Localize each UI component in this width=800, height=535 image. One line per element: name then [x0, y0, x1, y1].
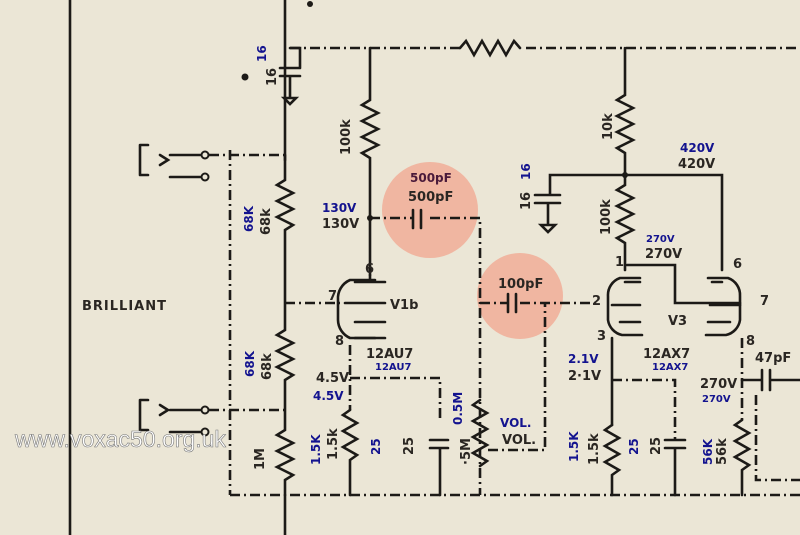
label-25: 25 [402, 437, 417, 455]
resistor-ladder-68k-68k-1m [274, 153, 296, 497]
label-56k: 56k [715, 438, 730, 465]
label-v3: V3 [668, 314, 687, 329]
wire [754, 395, 800, 482]
resistor-100k-v1 [359, 46, 381, 277]
jack-terminal [200, 427, 210, 437]
annotation-68k-bot: 68K [243, 350, 257, 377]
tube-v3-left [606, 276, 644, 337]
highlight-100pf [477, 253, 563, 339]
resistor-1-5k-v3 [602, 423, 622, 497]
jack-terminal [200, 405, 210, 415]
label-100pf: 100pF [498, 277, 543, 292]
label-500pf: 500pF [408, 190, 453, 205]
label-25-v3: 25 [649, 437, 664, 455]
label-vol: VOL. [502, 433, 536, 448]
jack-terminal [200, 150, 210, 160]
pin-1: 1 [615, 255, 624, 270]
label-12au7: 12AU7 [366, 347, 413, 362]
label-1m: 1M [253, 448, 268, 470]
wire [623, 173, 724, 272]
annotation-420v: 420V [680, 141, 715, 155]
wire [370, 216, 482, 495]
capacitor-16-top [278, 46, 302, 106]
annotation-25-v3: 25 [627, 438, 641, 455]
capacitor-16-mid [533, 173, 627, 234]
input-jack-top [138, 143, 202, 179]
label-1-5k-v3: 1.5k [587, 433, 602, 465]
resistor-22k [458, 38, 522, 58]
label-270v-a: 270V [645, 247, 682, 262]
annotation-vol: VOL. [500, 416, 531, 430]
node [307, 1, 313, 7]
label-brilliant: BRILLIANT [82, 299, 167, 314]
annotation-25: 25 [369, 438, 383, 455]
annotation-1-5k: 1.5K [309, 434, 323, 465]
capacitor-47pf [740, 368, 800, 392]
capacitor-100pf [506, 292, 518, 314]
highlight-500pf [382, 162, 478, 258]
label-1-5k: 1.5k [326, 428, 341, 460]
label-68k-top: 68k [259, 208, 274, 235]
annotation-12au7: 12AU7 [375, 362, 411, 373]
capacitor-25-v1 [428, 438, 450, 497]
tube-v3-electrodes [610, 280, 742, 324]
label-270v-b: 270V [700, 377, 737, 392]
pin-8: 8 [335, 334, 344, 349]
wiper-wire [488, 303, 547, 452]
resistor-56k [732, 418, 752, 497]
tube-v3-right [704, 276, 742, 337]
label-4-5v: 4.5V [316, 371, 349, 386]
label-100k: 100k [339, 119, 354, 155]
label-100k-v3: 100k [599, 199, 614, 235]
label-0-5m: ·5M [459, 438, 474, 465]
pin-6: 6 [365, 262, 374, 277]
node [241, 73, 249, 81]
volume-potentiometer [470, 398, 490, 468]
pin-3: 3 [597, 329, 606, 344]
annotation-c16-top: 16 [255, 45, 269, 62]
label-2-1v: 2·1V [568, 369, 601, 384]
label-c16-mid: 16 [519, 192, 534, 210]
wire [350, 376, 442, 420]
annotation-c16-mid: 16 [519, 163, 533, 180]
jack-terminal [200, 172, 210, 182]
wire [612, 378, 677, 440]
label-12ax7: 12AX7 [643, 347, 690, 362]
label-c16-top: 16 [265, 68, 280, 86]
resistor-1-5k-v1 [340, 408, 360, 497]
pin-7-v3: 7 [760, 294, 769, 309]
pin-6-v3: 6 [733, 257, 742, 272]
tube-v1b [336, 278, 377, 340]
pin-2: 2 [592, 294, 601, 309]
annotation-12ax7: 12AX7 [652, 362, 688, 373]
pin-7: 7 [328, 289, 337, 304]
pin-8-v3: 8 [746, 334, 755, 349]
label-47pf: 47pF [755, 351, 791, 366]
tube-v1b-electrodes [343, 273, 387, 340]
annotation-56k: 56K [701, 438, 715, 465]
resistor-chain-v3 [614, 46, 636, 272]
capacitor-25-v3 [663, 438, 687, 497]
label-130v: 130V [322, 217, 359, 232]
input-jack-bottom [138, 398, 202, 434]
annotation-4-5v: 4.5V [313, 389, 344, 403]
label-v1b: V1b [390, 298, 418, 313]
annotation-270v-a: 270V [646, 234, 675, 245]
annotation-500pf: 500pF [410, 171, 452, 185]
capacitor-500pf [411, 208, 423, 230]
annotation-1-5k-v3: 1.5K [567, 431, 581, 462]
annotation-130v: 130V [322, 201, 357, 215]
annotation-270v-b: 270V [702, 394, 731, 405]
annotation-68k-top: 68K [242, 205, 256, 232]
wire [625, 263, 742, 305]
watermark: www.voxac50.org.uk [14, 426, 226, 452]
annotation-0-5m: 0.5M [451, 392, 465, 425]
label-420v: 420V [678, 157, 715, 172]
annotation-2-1v: 2.1V [568, 352, 599, 366]
label-68k-bot: 68k [260, 353, 275, 380]
label-10k: 10k [601, 113, 616, 140]
